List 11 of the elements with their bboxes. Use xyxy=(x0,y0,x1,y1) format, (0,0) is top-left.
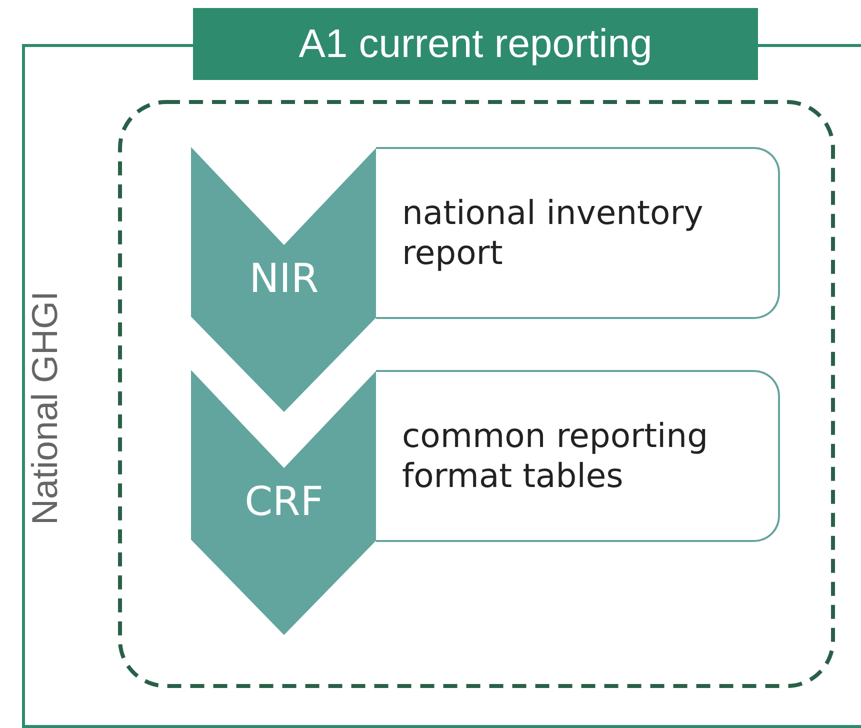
chevron-label: CRF xyxy=(244,478,324,525)
title-banner: A1 current reporting xyxy=(193,8,758,80)
chevron-label-shape xyxy=(191,370,377,635)
description-text: national inventory report xyxy=(402,193,704,273)
text-box xyxy=(376,370,780,542)
chevron-label: NIR xyxy=(248,256,320,302)
chevron-label-shape xyxy=(191,147,377,412)
dashed-rounded-box xyxy=(118,100,835,688)
description-text: common reporting format tables xyxy=(402,416,710,496)
vertical-label: National GHGI xyxy=(24,290,66,528)
text-box xyxy=(376,147,780,319)
